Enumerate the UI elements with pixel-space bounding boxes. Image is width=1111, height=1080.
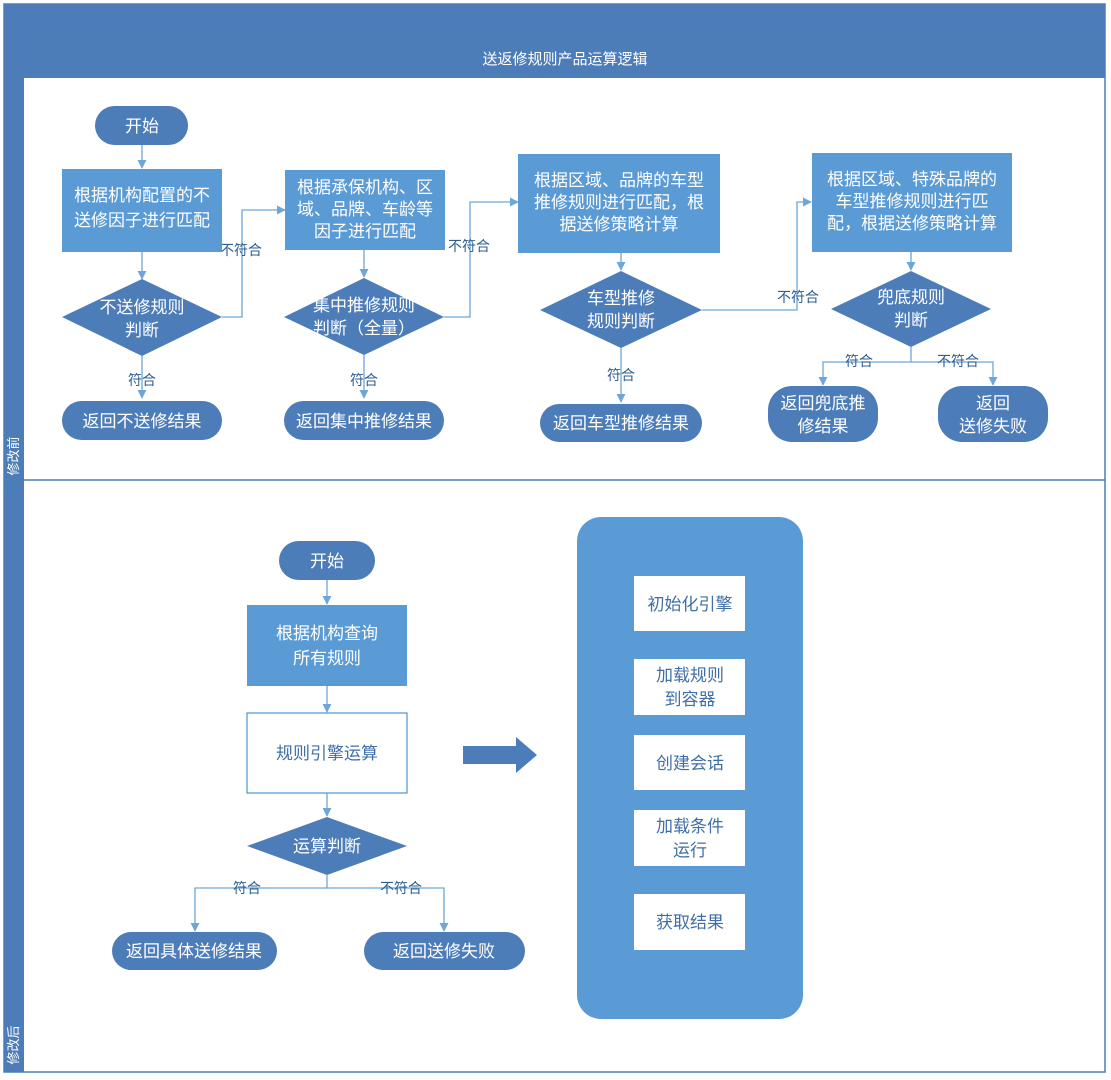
before-result4 <box>768 386 878 442</box>
before-step4-line2: 车型推修规则进行匹 <box>836 192 989 212</box>
after-decision <box>247 817 407 875</box>
before-step4-box <box>812 153 1012 252</box>
before-step1-line1: 根据机构配置的不 <box>74 186 210 206</box>
before-dec2-line1: 集中推修规则 <box>313 296 415 316</box>
after-res-ok-label: 返回具体送修结果 <box>126 942 262 962</box>
transform-arrow <box>463 737 537 773</box>
before-res4-line2: 修结果 <box>798 417 849 437</box>
before-dec4-line2: 判断 <box>894 311 928 331</box>
before-start-label: 开始 <box>125 117 159 137</box>
before-step4-line1: 根据区域、特殊品牌的 <box>827 170 997 190</box>
edge-label-match-1: 符合 <box>128 373 156 389</box>
before-dec1-line2: 判断 <box>125 321 159 341</box>
engine-step-3-label: 创建会话 <box>656 754 724 774</box>
before-result5 <box>938 386 1048 442</box>
before-step2-box <box>285 170 445 250</box>
engine-step-3 <box>634 735 745 790</box>
before-step2-line1: 根据承保机构、区 <box>297 178 433 198</box>
before-dec3-line1: 车型推修 <box>587 289 655 309</box>
before-decision3 <box>540 271 702 348</box>
before-step2-line2: 域、品牌、车龄等 <box>297 200 433 220</box>
before-dec3-line2: 规则判断 <box>587 312 655 332</box>
before-result1 <box>62 401 222 440</box>
before-decision2 <box>284 278 444 355</box>
after-step2-label: 规则引擎运算 <box>276 744 378 764</box>
before-step1-box <box>62 169 222 252</box>
edge-label-nomatch-3: 不符合 <box>777 290 819 306</box>
engine-step-2 <box>634 659 745 715</box>
lane-after-label: 修改后 <box>7 1025 22 1064</box>
before-decision4 <box>831 271 991 347</box>
before-res3-label: 返回车型推修结果 <box>553 414 689 434</box>
before-start-node <box>95 106 188 145</box>
after-result-ok <box>112 932 277 970</box>
title-bar <box>24 40 1105 78</box>
before-dec2-line2: 判断（全量） <box>313 319 415 339</box>
engine-step-2-line1: 加载规则 <box>656 666 724 686</box>
after-res-fail-label: 返回送修失败 <box>393 942 495 962</box>
before-res5-line2: 送修失败 <box>959 417 1027 437</box>
before-connectors <box>137 145 998 403</box>
before-step3-box <box>518 154 720 253</box>
after-step2-box <box>246 712 408 794</box>
engine-step-4-line1: 加载条件 <box>656 817 724 837</box>
after-step1-line2: 所有规则 <box>293 649 361 669</box>
before-result2 <box>284 401 444 440</box>
top-bar <box>4 4 1105 40</box>
before-res2-label: 返回集中推修结果 <box>296 412 432 432</box>
after-result-fail <box>364 932 525 970</box>
before-dec1-line1: 不送修规则 <box>100 298 185 318</box>
edge-label-match-4: 符合 <box>845 354 873 370</box>
before-res4-line1: 返回兜底推 <box>781 394 866 414</box>
edge-label-nomatch-4: 不符合 <box>937 354 979 370</box>
engine-step-4 <box>634 810 745 866</box>
lane-before-label: 修改前 <box>6 436 22 475</box>
engine-step-5-label: 获取结果 <box>656 913 724 933</box>
before-decision1 <box>62 279 222 356</box>
after-edge-label-match: 符合 <box>233 881 261 897</box>
before-step4-line3: 配，根据送修策略计算 <box>827 214 997 234</box>
edge-label-match-2: 符合 <box>350 373 378 389</box>
diagram-title: 送返修规则产品运算逻辑 <box>482 50 647 68</box>
engine-step-5 <box>634 894 745 950</box>
after-start-node <box>279 541 375 580</box>
after-dec-label: 运算判断 <box>293 837 361 857</box>
after-step1-box <box>247 605 407 686</box>
engine-step-1 <box>634 576 745 631</box>
edge-label-nomatch-1: 不符合 <box>220 243 262 259</box>
before-res5-line1: 返回 <box>976 394 1010 414</box>
edge-label-match-3: 符合 <box>607 368 635 384</box>
before-step3-line2: 推修规则进行匹配，根 <box>534 193 704 213</box>
lane-label-column <box>4 40 24 1072</box>
before-result3 <box>540 404 702 442</box>
after-edge-label-nomatch: 不符合 <box>380 881 422 897</box>
before-step2-line3: 因子进行匹配 <box>314 222 416 242</box>
engine-step-1-label: 初始化引擎 <box>648 595 733 615</box>
before-step3-line1: 根据区域、品牌的车型 <box>534 171 704 191</box>
before-step1-line2: 送修因子进行匹配 <box>74 211 210 231</box>
edge-label-nomatch-2: 不符合 <box>448 239 490 255</box>
before-step3-line3: 据送修策略计算 <box>560 215 679 235</box>
engine-step-2-line2: 到容器 <box>665 690 716 710</box>
after-step1-line1: 根据机构查询 <box>276 624 378 644</box>
engine-step-4-line2: 运行 <box>673 841 707 861</box>
after-start-label: 开始 <box>310 552 344 572</box>
before-res1-label: 返回不送修结果 <box>83 412 202 432</box>
before-dec4-line1: 兜底规则 <box>877 288 945 308</box>
